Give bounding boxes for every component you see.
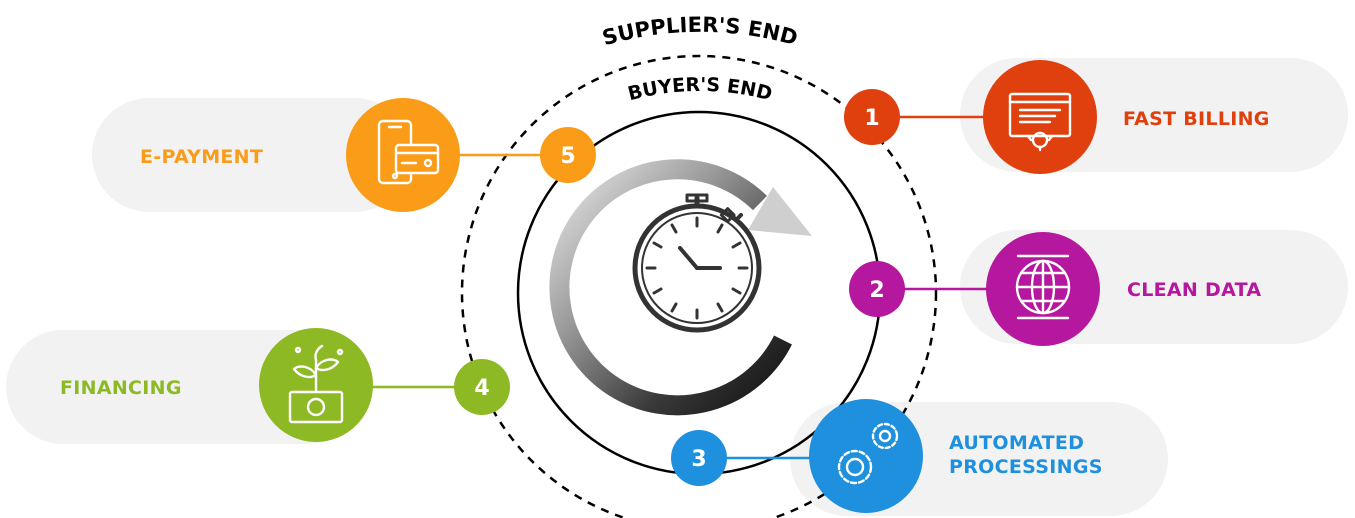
automated-label-line1: AUTOMATED bbox=[949, 432, 1084, 454]
step-4-financing: 4 FINANCING bbox=[60, 328, 510, 442]
step-5-e-payment: 5 E-PAYMENT bbox=[140, 98, 596, 212]
step-3-badge bbox=[671, 430, 727, 486]
stopwatch-icon bbox=[632, 193, 762, 333]
globe-network-icon bbox=[1015, 254, 1071, 320]
step-4-badge bbox=[454, 359, 510, 415]
step-3-number: 3 bbox=[691, 447, 706, 472]
buyers-end-label: BUYER'S END bbox=[626, 74, 775, 105]
suppliers-end-label: SUPPLIER'S END bbox=[600, 13, 800, 50]
financing-label: FINANCING bbox=[60, 377, 182, 399]
step-1-number: 1 bbox=[864, 106, 879, 131]
e-payment-pill bbox=[92, 98, 412, 212]
step-2-badge bbox=[849, 261, 905, 317]
step-3-automated-processings: 3 AUTOMATED PROCESSINGS bbox=[671, 399, 1103, 513]
cycle-arrow-icon bbox=[549, 159, 812, 416]
money-plant-icon bbox=[288, 344, 344, 424]
invoice-gear-icon bbox=[1008, 92, 1072, 152]
step-2-number: 2 bbox=[869, 278, 884, 303]
step-1-badge bbox=[844, 89, 900, 145]
step-5-badge bbox=[540, 127, 596, 183]
step-1-fast-billing: 1 FAST BILLING bbox=[844, 60, 1270, 174]
step-2-clean-data: 2 CLEAN DATA bbox=[849, 232, 1261, 346]
processings-label-line2: PROCESSINGS bbox=[949, 456, 1103, 478]
step-5-number: 5 bbox=[560, 144, 575, 169]
e-payment-label: E-PAYMENT bbox=[140, 146, 263, 168]
gears-icon bbox=[837, 422, 899, 485]
clean-data-label: CLEAN DATA bbox=[1127, 279, 1261, 301]
fast-billing-label: FAST BILLING bbox=[1123, 108, 1270, 130]
outer-ring-suppliers-end bbox=[460, 54, 938, 518]
phone-card-icon bbox=[377, 119, 440, 185]
step-4-number: 4 bbox=[474, 376, 489, 401]
